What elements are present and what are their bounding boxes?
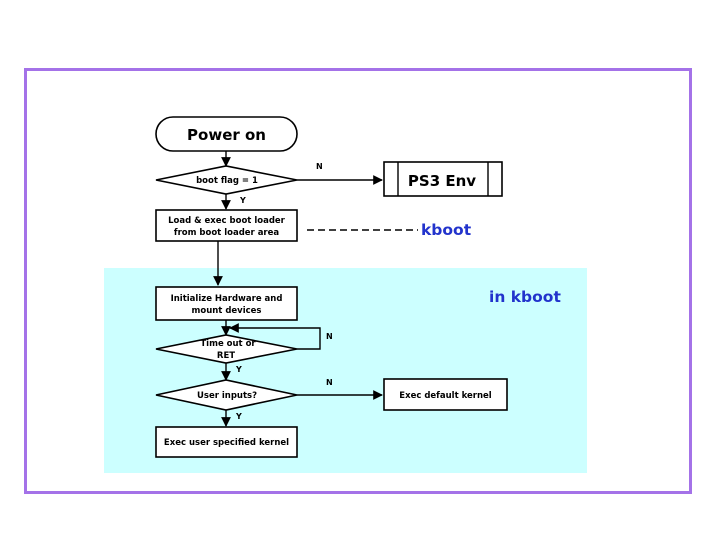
user-inputs-no-label: N <box>326 378 333 387</box>
connector-timeout-loop <box>229 323 321 350</box>
load-exec-box <box>155 209 298 242</box>
user-inputs-yes-label: Y <box>235 412 242 421</box>
power-on-label: Power on <box>187 126 266 144</box>
load-exec-label-line2: from boot loader area <box>174 228 280 238</box>
boot-flag-yes-label: Y <box>239 196 246 205</box>
ps3-env-box <box>383 161 503 197</box>
kboot-label: kboot <box>421 221 472 239</box>
load-exec-label-line1: Load & exec boot loader <box>168 216 286 226</box>
timeout-label-line2: RET <box>217 351 235 361</box>
init-hardware-label-line2: mount devices <box>192 306 262 316</box>
exec-default-label: Exec default kernel <box>399 391 492 401</box>
boot-flag-no-label: N <box>316 162 323 171</box>
timeout-label-line1: Time out or <box>200 339 256 349</box>
user-inputs-label: User inputs? <box>197 391 257 401</box>
exec-user-box <box>155 426 298 458</box>
exec-user-label: Exec user specified kernel <box>164 438 289 448</box>
boot-flag-label: boot flag = 1 <box>196 176 258 186</box>
exec-default-box <box>383 378 508 411</box>
in-kboot-label: in kboot <box>489 288 561 306</box>
ps3-env-label: PS3 Env <box>408 172 476 190</box>
init-hardware-box <box>155 286 298 321</box>
init-hardware-label-line1: Initialize Hardware and <box>171 294 283 304</box>
timeout-yes-label: Y <box>235 365 242 374</box>
timeout-no-label: N <box>326 332 333 341</box>
